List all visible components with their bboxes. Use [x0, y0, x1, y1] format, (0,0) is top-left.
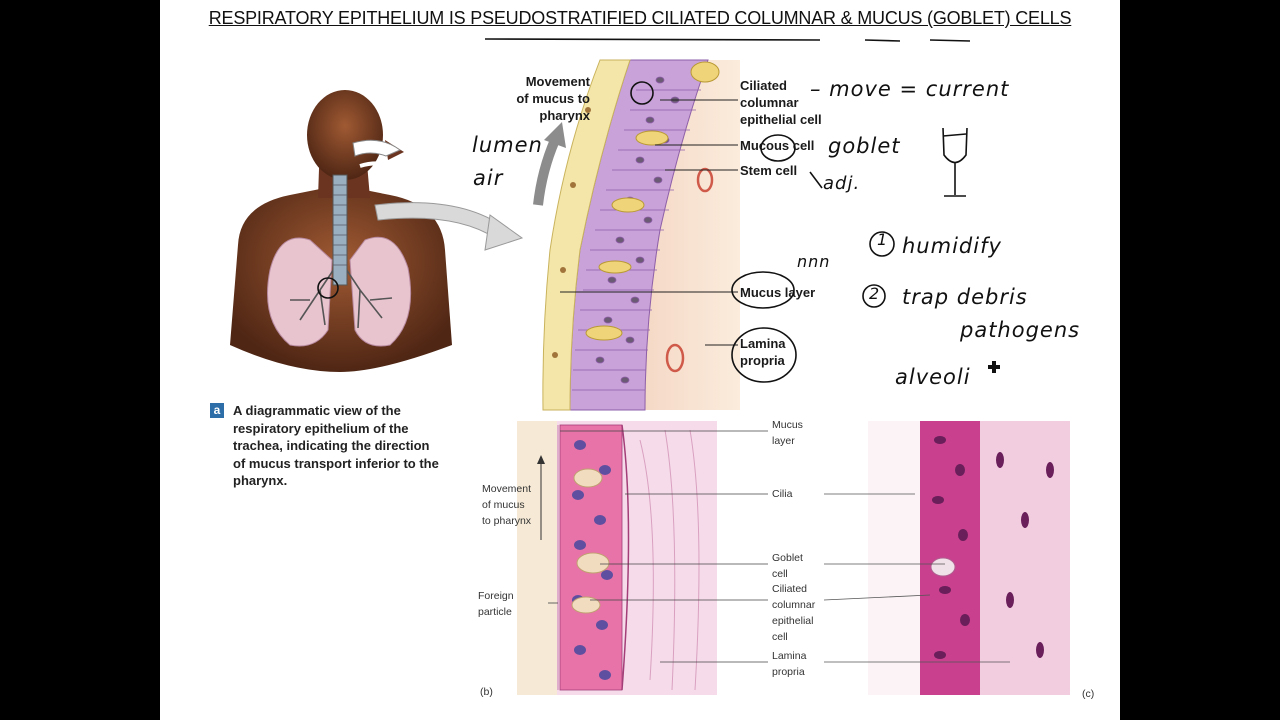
ciliated-line-2: columnar — [740, 95, 799, 110]
b-goblet-line-2: cell — [772, 568, 788, 580]
b-ciliated-line-1: Ciliated — [772, 583, 808, 595]
ciliated-line-1: Ciliated — [740, 78, 787, 93]
movement-line-3: pharynx — [539, 108, 590, 123]
slide-title: RESPIRATORY EPITHELIUM IS PSEUDOSTRATIFI… — [208, 8, 1072, 28]
note-goblet: goblet — [828, 134, 901, 158]
movement-line-2: of mucus to — [516, 91, 590, 106]
b-goblet-line-1: Goblet — [772, 552, 803, 564]
note-num-1: 1 — [877, 230, 889, 249]
panel-b-label: (b) — [480, 686, 493, 698]
note-pathogens: pathogens — [960, 318, 1081, 342]
b-lamina-line-1: Lamina — [772, 650, 807, 662]
cursor-cross-icon — [988, 361, 1000, 373]
note-num-2: 2 — [869, 284, 881, 303]
b-ciliated-line-2: columnar — [772, 599, 816, 611]
b-cilia-label: Cilia — [772, 488, 793, 500]
movement-b-label: Movement of mucus to pharynx — [482, 481, 531, 529]
foreign-particle-label: Foreign particle — [478, 588, 514, 620]
b-mucus-line-1: Mucus — [772, 419, 803, 431]
movement-of-mucus-label: Movement of mucus to pharynx — [512, 73, 590, 124]
b-ciliated-line-3: epithelial — [772, 615, 814, 627]
stem-cell-label: Stem cell — [740, 163, 798, 178]
lamina-propria-label: Lamina propria — [740, 335, 786, 369]
note-humidify: humidify — [902, 234, 1002, 258]
slide: RESPIRATORY EPITHELIUM IS PSEUDOSTRATIFI… — [160, 0, 1120, 720]
epithelium-illustration-b — [517, 421, 1070, 695]
human-torso-illustration — [230, 90, 452, 372]
note-adj: adj. — [823, 173, 861, 194]
movement-b-line-2: of mucus — [482, 499, 525, 511]
b-lamina-label: Lamina propria — [772, 648, 806, 680]
b-mucus-line-2: layer — [772, 435, 795, 447]
mucous-cell-label: Mucous cell — [740, 138, 815, 153]
lamina-line-1: Lamina — [740, 336, 786, 351]
note-move-current: – move = current — [810, 77, 1010, 101]
foreign-line-2: particle — [478, 606, 512, 618]
movement-b-line-1: Movement — [482, 483, 532, 495]
b-ciliated-label: Ciliated columnar epithelial cell — [772, 581, 815, 645]
figure-caption: A diagrammatic view of the respiratory e… — [233, 403, 439, 488]
movement-b-line-3: to pharynx — [482, 515, 532, 527]
panel-c-label: (c) — [1082, 688, 1095, 700]
ciliated-columnar-label: Ciliated columnar epithelial cell — [740, 77, 822, 128]
note-air: air — [473, 166, 504, 190]
lamina-line-2: propria — [740, 353, 785, 368]
b-mucus-layer-label: Mucus layer — [772, 417, 803, 449]
mucus-layer-label: Mucus layer — [740, 285, 816, 300]
ciliated-line-3: epithelial cell — [740, 112, 822, 127]
movement-line-1: Movement — [525, 74, 590, 89]
handwritten-strokes — [630, 81, 1000, 383]
note-alveoli: alveoli — [895, 365, 971, 389]
b-lamina-line-2: propria — [772, 666, 805, 678]
caption-badge: a — [210, 403, 224, 418]
foreign-line-1: Foreign — [478, 590, 514, 602]
title-underline-strokes — [484, 38, 971, 42]
note-lumen: lumen — [472, 133, 543, 157]
note-trap-debris: trap debris — [902, 285, 1028, 309]
note-nnn: nnn — [797, 252, 831, 271]
b-goblet-label: Goblet cell — [772, 550, 803, 582]
zoom-arrow — [374, 122, 566, 251]
b-ciliated-line-4: cell — [772, 631, 788, 643]
epithelium-diagram-a — [542, 59, 740, 411]
